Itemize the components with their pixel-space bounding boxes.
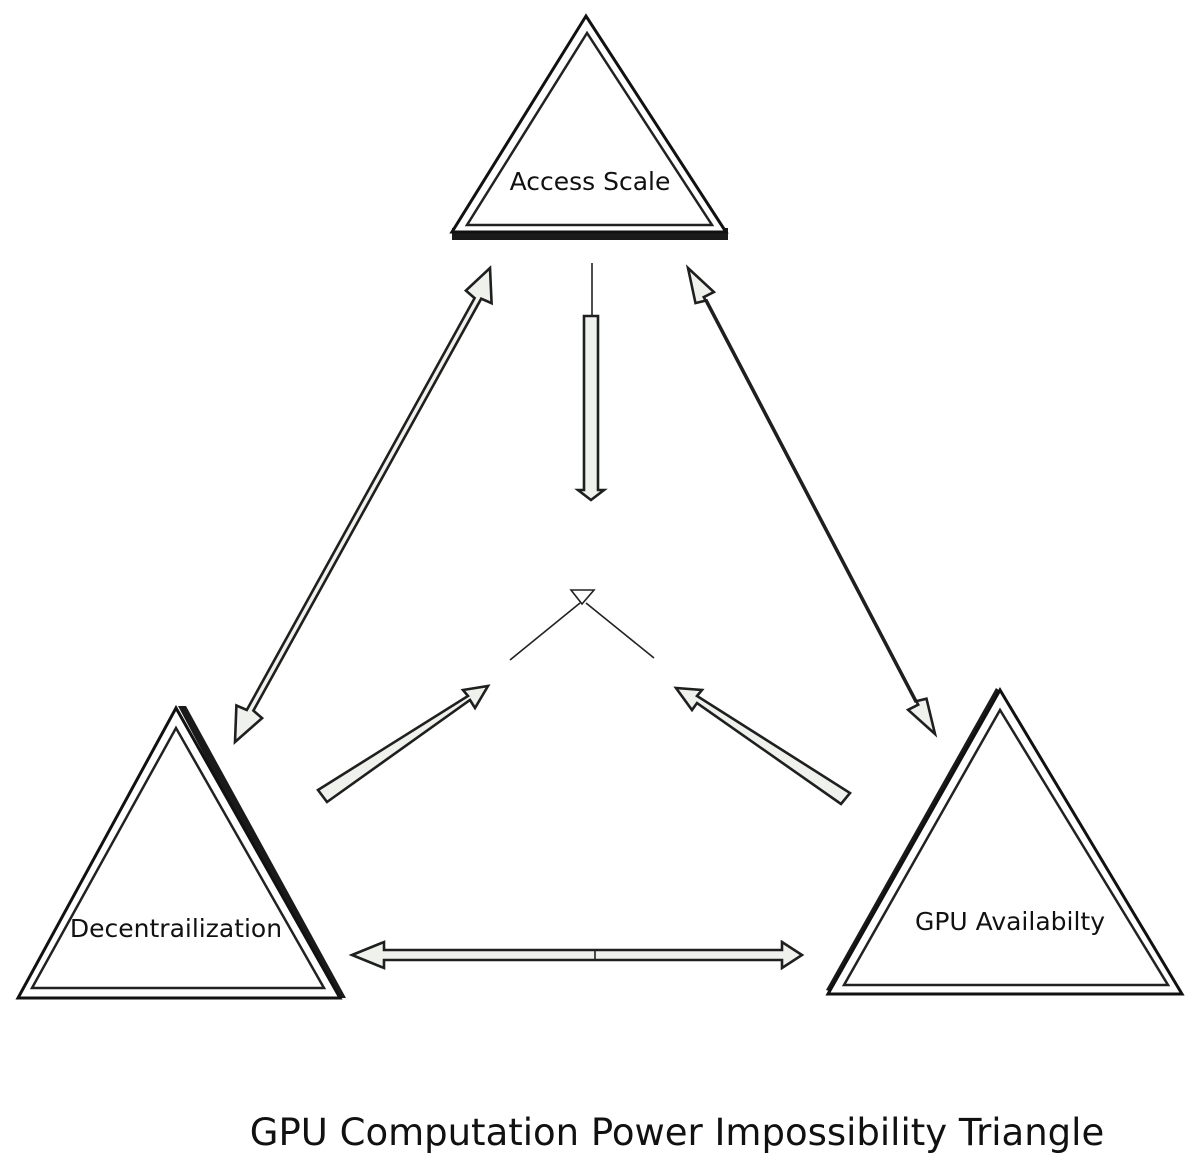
diagram-caption: GPU Computation Power Impossibility Tria… <box>250 1111 1104 1154</box>
center-line-left <box>509 602 581 661</box>
node-left-label: Decentrailization <box>70 914 282 943</box>
center-small-triangle-icon <box>569 589 596 606</box>
double-arrow-top-left-shape <box>233 265 493 745</box>
arrow-left-to-center <box>316 684 491 804</box>
arrow-right-to-center <box>673 686 852 806</box>
double-arrow-left-right-shape <box>348 939 805 971</box>
center-marker <box>509 589 655 661</box>
node-top-label: Access Scale <box>510 167 671 196</box>
node-decentralization: Decentrailization <box>15 704 346 1000</box>
arrow-top-to-center-shape <box>574 314 608 502</box>
node-access-scale: Access Scale <box>449 13 729 240</box>
arrow-right-to-center-shape <box>673 686 852 806</box>
center-line-right <box>585 602 655 659</box>
double-arrow-left-right <box>348 939 805 971</box>
double-arrow-top-right <box>685 264 938 738</box>
node-left-side-shadow <box>178 706 346 998</box>
node-top-inner-triangle <box>464 30 715 227</box>
arrow-top-to-center <box>574 263 608 502</box>
double-arrow-top-left <box>233 265 493 745</box>
node-gpu-availability: GPU Availabilty <box>825 687 1185 996</box>
node-left-inner-triangle <box>29 725 327 990</box>
node-right-label: GPU Availabilty <box>915 907 1105 936</box>
arrow-left-to-center-shape <box>316 684 491 804</box>
node-right-inner-triangle <box>841 707 1171 987</box>
double-arrow-top-right-shape <box>685 264 938 738</box>
